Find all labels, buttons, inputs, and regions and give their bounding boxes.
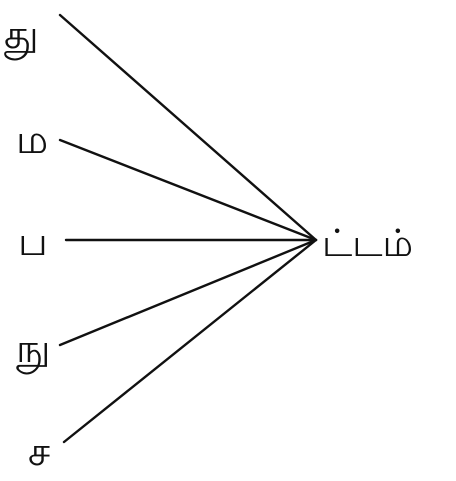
prefix-letter-3: ப [18, 219, 48, 265]
prefix-letter-1: து [4, 12, 39, 60]
connector-line-5 [62, 238, 318, 444]
connector-line-1 [58, 13, 318, 242]
prefix-letter-2: ம [16, 117, 48, 163]
suffix-word: ட்டம் [322, 221, 413, 265]
connector-line-2 [58, 138, 318, 242]
connector-line-4 [58, 238, 318, 347]
prefix-letter-5: ச [28, 429, 50, 475]
prefix-letter-4: நு [16, 326, 51, 374]
